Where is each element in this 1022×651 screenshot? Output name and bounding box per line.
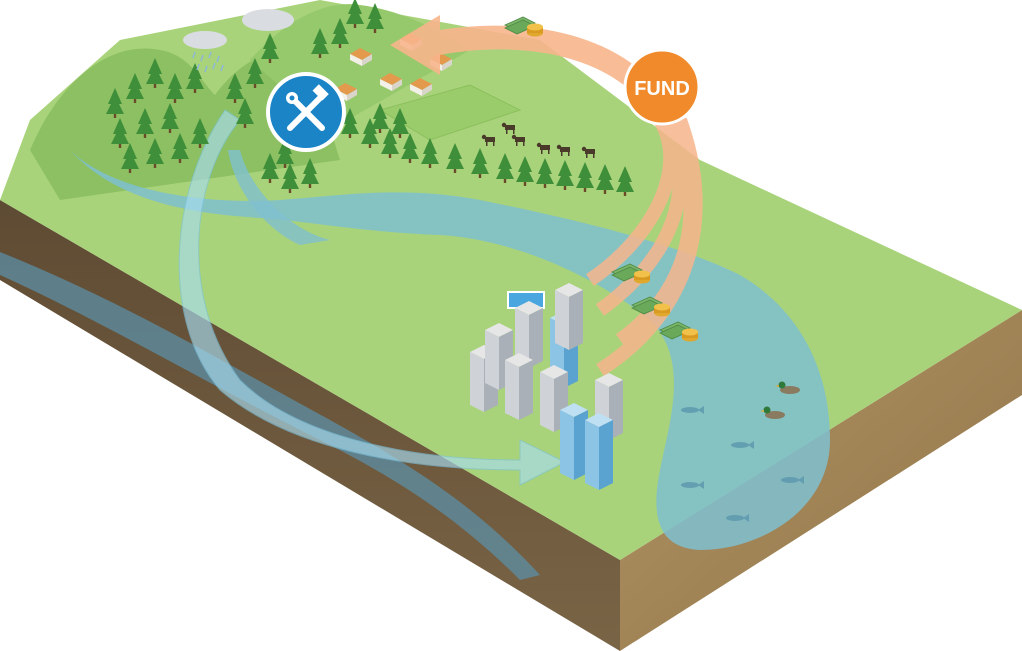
farm-field [378,84,522,141]
river [70,150,830,550]
hammer-and-wrench-icon [266,72,346,152]
river-tributary [228,150,330,245]
money-arrow-to-forest [390,15,660,100]
mountain-left [30,48,340,200]
money-flow-arrows [586,116,703,376]
water-flow-arrow [178,109,567,486]
rain-cloud-icon [183,9,294,73]
city-buildings-icon [470,283,623,490]
fund-label: FUND [634,78,690,100]
fund-badge: FUND [623,48,701,126]
groundwater-layer [0,252,540,580]
